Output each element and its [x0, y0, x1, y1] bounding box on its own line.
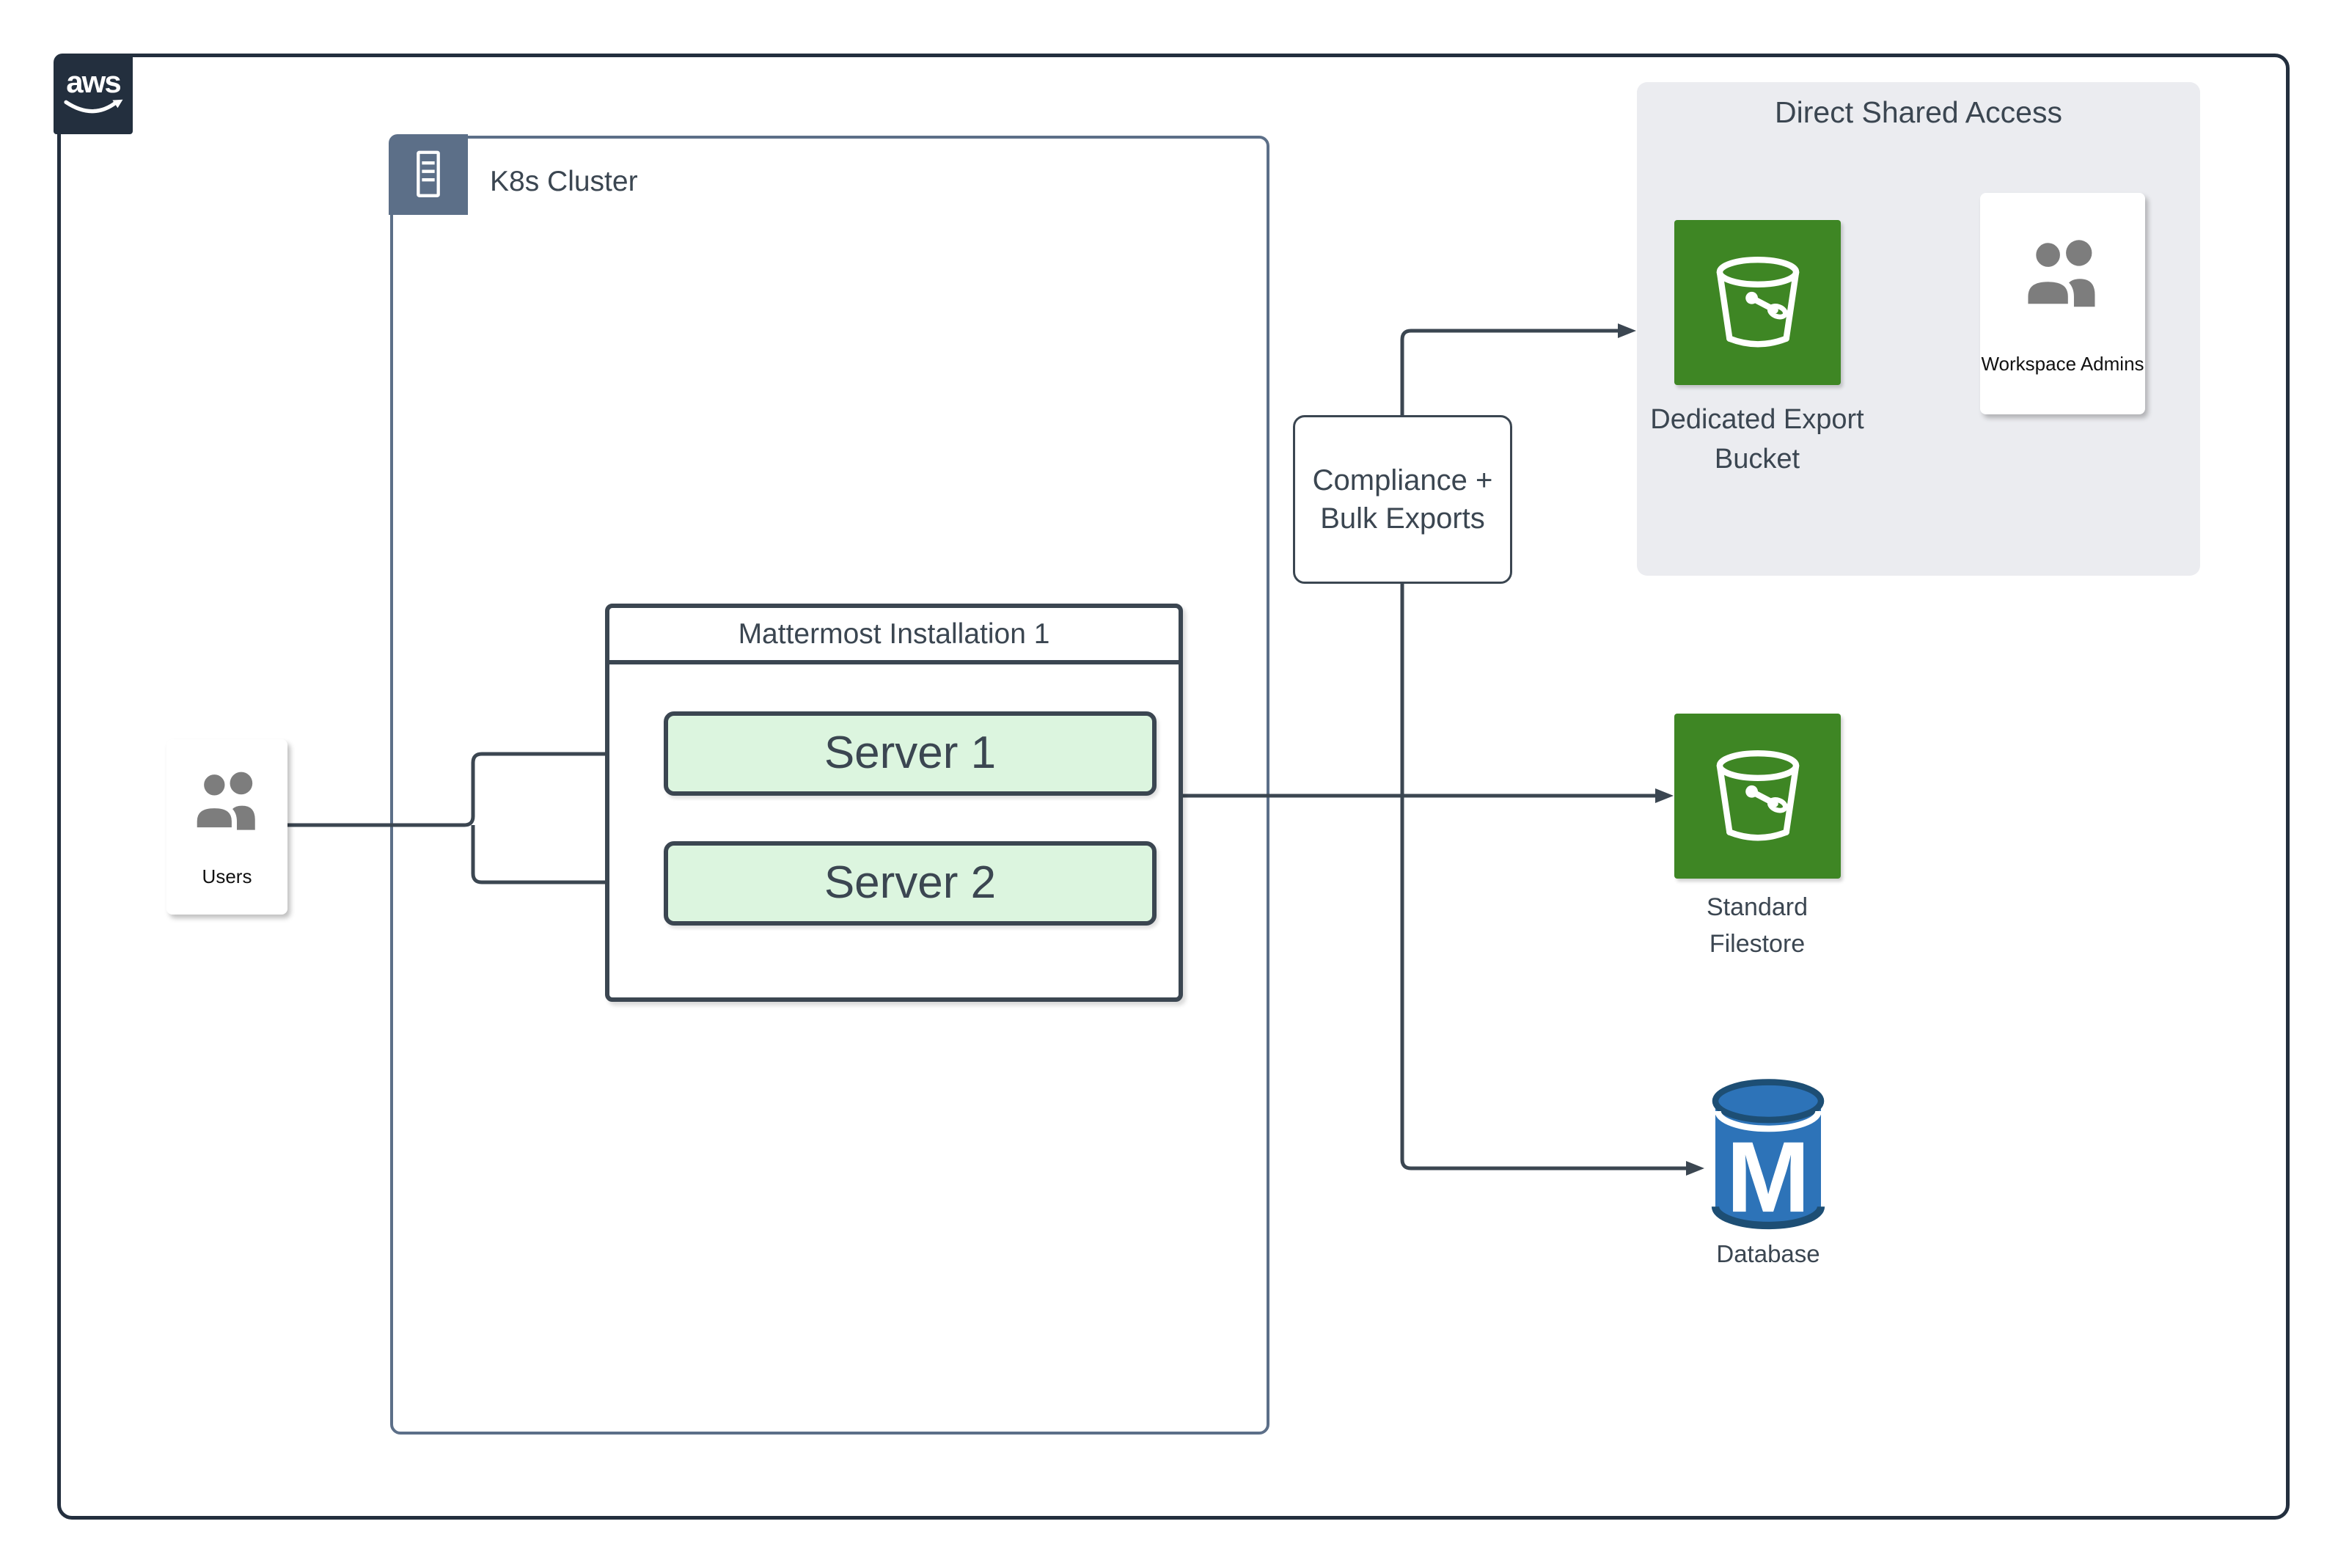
arrowhead-export-bucket — [1618, 323, 1636, 338]
mattermost-installation-title: Mattermost Installation 1 — [609, 608, 1179, 664]
aws-logo-text: aws — [66, 65, 121, 99]
arrowhead-filestore — [1655, 788, 1674, 803]
database-letter: M — [1726, 1121, 1810, 1234]
aws-logo: aws — [54, 54, 133, 134]
users-icon — [191, 769, 255, 832]
direct-shared-access-title: Direct Shared Access — [1775, 95, 2062, 129]
mattermost-installation-container: Mattermost Installation 1 — [605, 604, 1183, 1002]
outer-boundary — [57, 54, 2290, 1520]
edge-users-to-servers-stem — [287, 752, 640, 827]
users-node: Users — [166, 739, 287, 915]
s3-bucket-icon — [1716, 750, 1799, 840]
server-rack-icon — [417, 150, 440, 197]
users-label: Users — [202, 865, 252, 887]
edge-users-to-server2 — [471, 825, 640, 884]
k8s-cluster-label: K8s Cluster — [490, 166, 638, 197]
workspace-admins-icon — [2021, 237, 2095, 309]
compliance-bulk-exports-node: Compliance + Bulk Exports — [1293, 415, 1512, 584]
server-1-node: Server 1 — [664, 711, 1157, 796]
edge-branch-compliance — [1400, 329, 1686, 1170]
database-icon: M — [1711, 1079, 1825, 1234]
compliance-label-line1: Compliance + — [1312, 464, 1493, 497]
compliance-label-line2: Bulk Exports — [1320, 502, 1485, 535]
standard-filestore-label: Standard Filestore — [1707, 893, 1808, 958]
s3-bucket-icon — [1716, 256, 1799, 347]
aws-smile-icon — [64, 99, 123, 114]
workspace-admins-label: Workspace Admins — [1981, 353, 2144, 375]
server-2-node: Server 2 — [664, 841, 1157, 926]
dedicated-export-bucket-node — [1674, 220, 1841, 385]
arrowhead-database — [1686, 1161, 1704, 1176]
workspace-admins-node: Workspace Admins — [1980, 193, 2145, 414]
database-label: Database — [1716, 1240, 1820, 1267]
standard-filestore-node — [1674, 714, 1841, 879]
dedicated-export-bucket-label: Dedicated Export Bucket — [1650, 404, 1864, 475]
k8s-cluster-container — [390, 136, 1269, 1435]
k8s-cluster-badge — [389, 134, 468, 215]
